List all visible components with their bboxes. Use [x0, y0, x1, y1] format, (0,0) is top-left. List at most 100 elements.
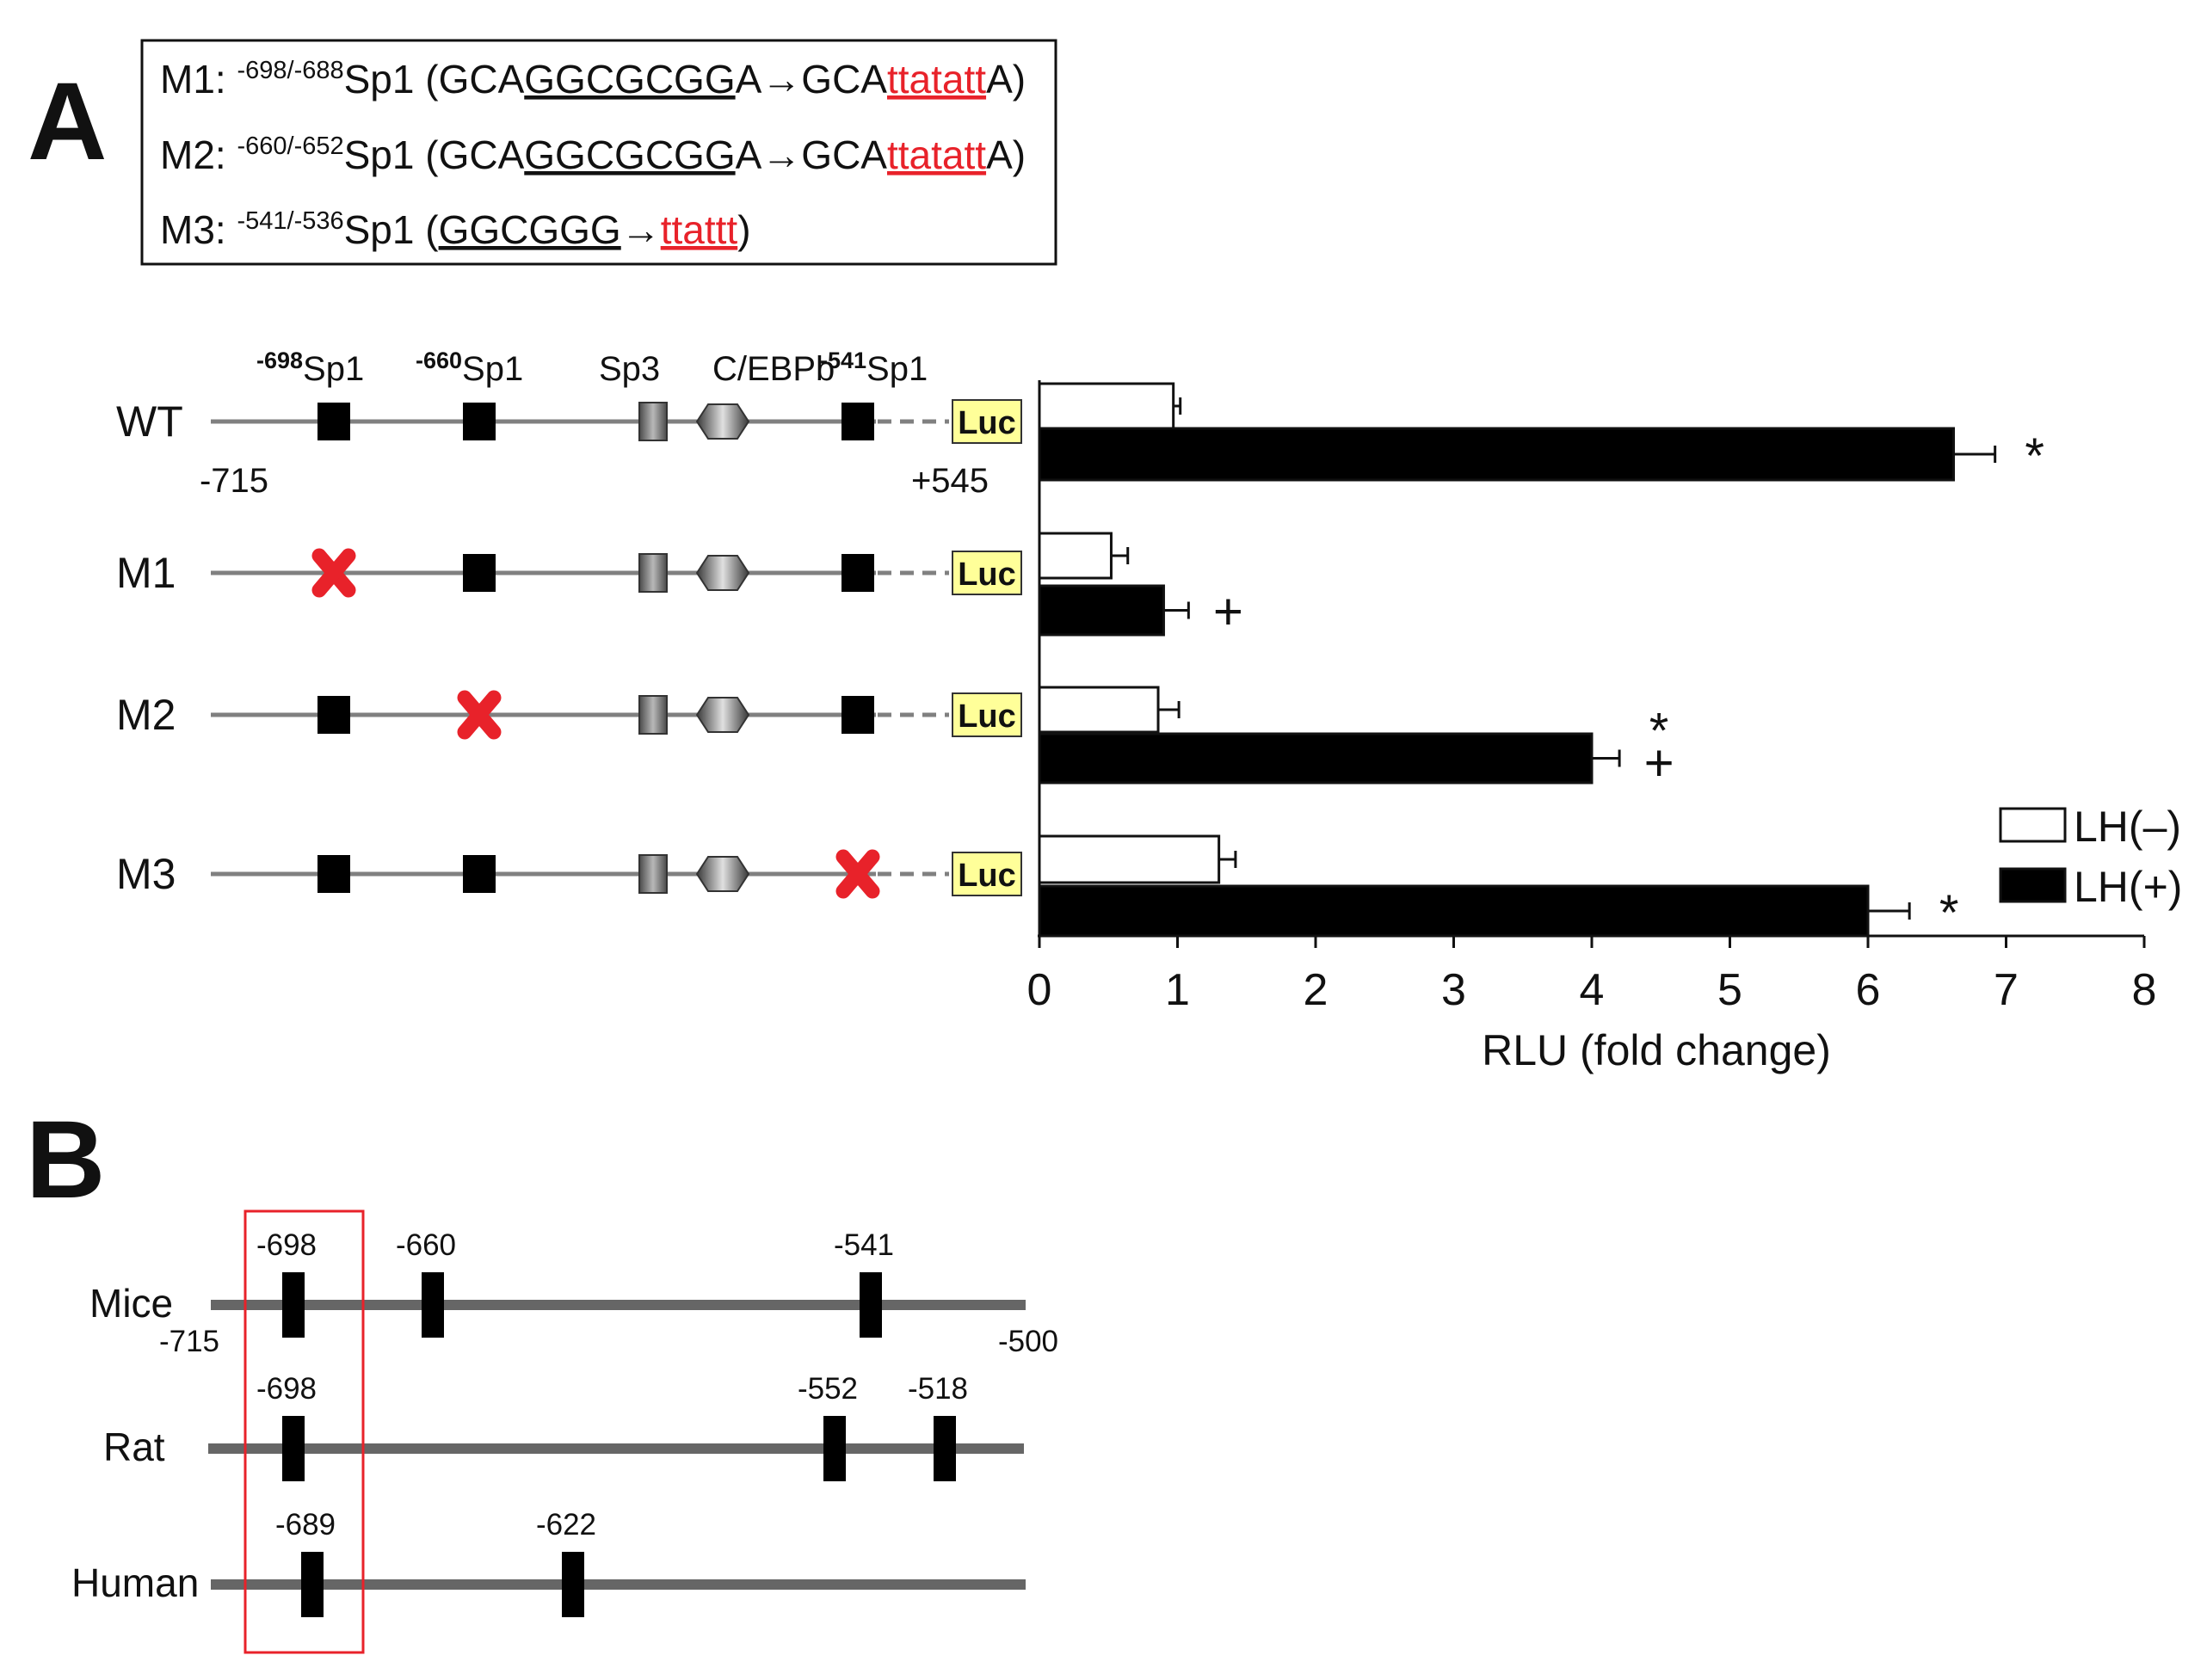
legend-label: LH(–) — [2074, 803, 2181, 851]
species-sp1-sites: Mice-698-660-541-715-500Rat-698-552-518H… — [71, 1228, 1058, 1617]
x-tick-label: 4 — [1580, 965, 1605, 1015]
construct-m3: M3 Luc — [116, 849, 1022, 899]
sp3-site-box — [638, 854, 668, 894]
mutated-site-x — [835, 849, 880, 899]
legend-swatch — [1999, 807, 2067, 843]
cebpb-site-box — [695, 697, 750, 733]
luc-label: Luc — [958, 698, 1016, 735]
sp1-site-marker — [282, 1272, 305, 1338]
mutation-definition-box: M1: -698/-688Sp1 (GCAGGCGCGGA→GCAttatatt… — [140, 39, 1057, 266]
sp1-site-box — [841, 554, 874, 592]
sp1-site-marker — [860, 1272, 882, 1338]
bar-m3-lh-plus — [1038, 884, 1870, 938]
x-tick-label: 3 — [1441, 965, 1466, 1015]
mutation-row: M2: -660/-652Sp1 (GCAGGCGCGGA→GCAttatatt… — [160, 132, 1026, 177]
conserved-site-highlight-box — [244, 1209, 365, 1654]
site-label: C/EBPb — [712, 350, 835, 388]
luc-reporter-box — [952, 692, 1022, 737]
sp1-site-box — [841, 696, 874, 734]
site-position-label: -552 — [798, 1372, 858, 1406]
x-tick-label: 6 — [1856, 965, 1881, 1015]
bar-wt-lh-plus — [1038, 427, 1956, 482]
sp1-site-marker — [282, 1416, 305, 1481]
svg-text:M3: -541/-536Sp1 (GGCGGG→ttatt: M3: -541/-536Sp1 (GGCGGG→ttattt) — [160, 207, 751, 252]
luc-reporter-box — [952, 551, 1022, 595]
bar-m2-lh-minus — [1038, 686, 1160, 734]
species-name: Mice — [89, 1281, 173, 1326]
bar-m1-lh-minus — [1038, 532, 1113, 580]
luc-reporter-box — [952, 399, 1022, 444]
bar-m1-lh-plus — [1038, 584, 1165, 637]
species-name: Rat — [103, 1425, 165, 1469]
mutation-row: M1: -698/-688Sp1 (GCAGGCGCGGA→GCAttatatt… — [160, 57, 1026, 102]
sp3-site-box — [638, 695, 668, 735]
mutation-row: M3: -541/-536Sp1 (GGCGGG→ttattt) — [160, 207, 751, 252]
position-end-label: +545 — [911, 462, 989, 500]
construct-name: M3 — [116, 850, 176, 898]
sp1-site-marker — [562, 1552, 584, 1617]
sp3-site-box — [638, 553, 668, 593]
sp1-site-box — [317, 855, 350, 893]
x-tick-label: 8 — [2132, 965, 2157, 1015]
species-name: Human — [71, 1560, 199, 1605]
chart-x-axis-label: RLU (fold change) — [1482, 1026, 1831, 1074]
cebpb-site-box — [695, 403, 750, 440]
site-labels: -698Sp1 -660Sp1 Sp3 C/EBPb-541Sp1 — [256, 348, 928, 388]
significance-star: * — [1649, 704, 1669, 760]
site-label: -698Sp1 — [256, 348, 364, 388]
construct-name: M1 — [116, 549, 176, 597]
sp1-site-marker — [301, 1552, 324, 1617]
cebpb-site-box — [695, 856, 750, 892]
construct-name: WT — [116, 397, 183, 446]
significance-star: * — [2025, 428, 2044, 484]
sp1-site-marker — [823, 1416, 846, 1481]
sp1-site-marker — [934, 1416, 956, 1481]
sp1-site-box — [317, 696, 350, 734]
bar-wt-lh-minus — [1038, 382, 1175, 430]
x-tick-label: 7 — [1994, 965, 2019, 1015]
panel-a-label: A — [28, 60, 107, 183]
range-end-label: -500 — [998, 1325, 1058, 1358]
luc-label: Luc — [958, 405, 1016, 441]
mutated-site-x — [457, 690, 502, 740]
svg-text:M1: -698/-688Sp1 (GCAGGCGCGGA→: M1: -698/-688Sp1 (GCAGGCGCGGA→GCAttatatt… — [160, 57, 1026, 102]
sp1-site-marker — [422, 1272, 444, 1338]
construct-wt: WT Luc — [116, 397, 1022, 446]
chart-legend: LH(–) LH(+) — [1999, 803, 2182, 911]
sp1-site-box — [317, 403, 350, 440]
x-tick-label: 0 — [1027, 965, 1052, 1015]
x-tick-label: 1 — [1165, 965, 1190, 1015]
site-label: Sp3 — [599, 350, 660, 388]
site-position-label: -660 — [396, 1228, 456, 1262]
site-position-label: -689 — [275, 1508, 336, 1542]
bar-m2-lh-plus — [1038, 732, 1594, 785]
cebpb-site-box — [695, 555, 750, 591]
significance-plus: + — [1213, 583, 1243, 641]
luc-label: Luc — [958, 557, 1016, 593]
site-label: -541Sp1 — [820, 348, 928, 388]
construct-m1: M1 Luc — [116, 548, 1022, 598]
panel-b-label: B — [26, 1098, 105, 1222]
sp1-site-box — [841, 403, 874, 440]
luc-label: Luc — [958, 858, 1016, 894]
sp1-site-box — [463, 554, 496, 592]
luc-reporter-box — [952, 852, 1022, 896]
legend-label: LH(+) — [2074, 863, 2182, 911]
site-position-label: -698 — [256, 1228, 317, 1262]
species-track-mice: Mice-698-660-541-715-500 — [89, 1228, 1058, 1358]
species-track-rat: Rat-698-552-518 — [103, 1372, 1024, 1481]
site-position-label: -698 — [256, 1372, 317, 1406]
svg-text:M2: -660/-652Sp1 (GCAGGCGCGGA→: M2: -660/-652Sp1 (GCAGGCGCGGA→GCAttatatt… — [160, 132, 1026, 177]
range-start-label: -715 — [159, 1325, 219, 1358]
bar-m3-lh-minus — [1038, 834, 1221, 884]
x-tick-label: 2 — [1304, 965, 1329, 1015]
x-tick-label: 5 — [1717, 965, 1742, 1015]
legend-swatch — [1999, 867, 2067, 903]
mutated-site-x — [311, 548, 356, 598]
sp3-site-box — [638, 402, 668, 441]
site-label: -660Sp1 — [416, 348, 523, 388]
